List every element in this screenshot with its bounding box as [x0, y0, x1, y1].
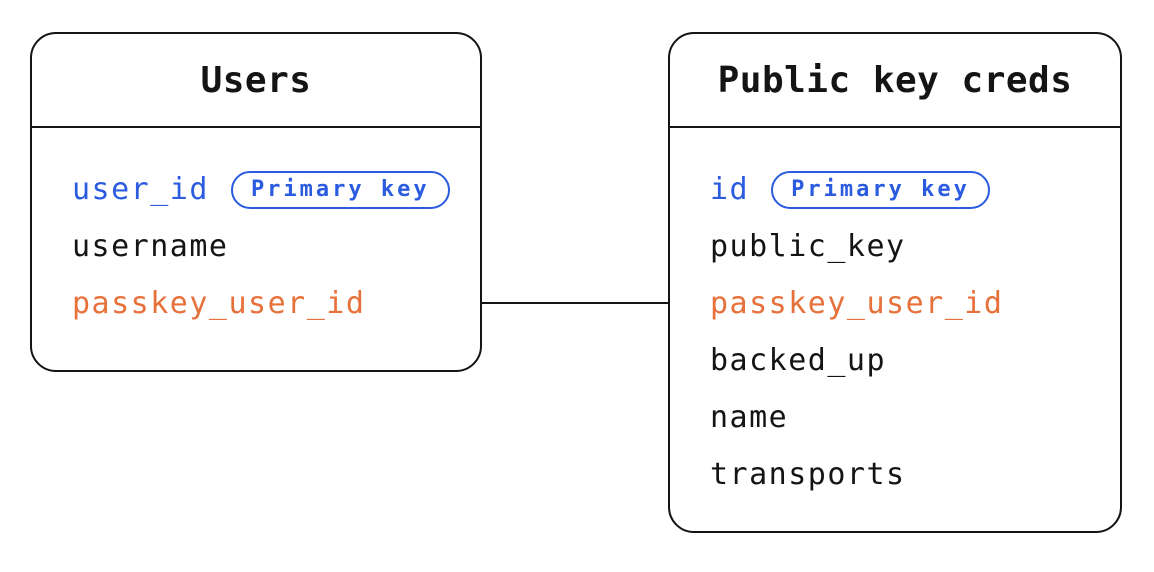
field-row: id Primary key — [710, 161, 1120, 218]
field-name-username: username — [72, 229, 229, 264]
field-row: passkey_user_id — [72, 275, 480, 332]
field-row: name — [710, 389, 1120, 446]
field-name-name: name — [710, 400, 789, 435]
primary-key-badge: Primary key — [230, 170, 450, 209]
field-name-id: id — [710, 172, 750, 207]
field-name-public_key: public_key — [710, 229, 906, 264]
field-row: user_id Primary key — [72, 161, 480, 218]
table-public-key-creds-title: Public key creds — [670, 34, 1120, 128]
field-name-user_id: user_id — [72, 172, 209, 207]
relationship-line — [482, 302, 668, 304]
field-row: backed_up — [710, 332, 1120, 389]
table-users-title: Users — [32, 34, 480, 128]
field-row: passkey_user_id — [710, 275, 1120, 332]
field-name-transports: transports — [710, 457, 906, 492]
field-row: transports — [710, 446, 1120, 503]
table-public-key-creds: Public key creds id Primary key public_key… — [668, 32, 1122, 533]
field-row: username — [72, 218, 480, 275]
field-name-passkey_user_id: passkey_user_id — [72, 286, 366, 321]
field-name-passkey_user_id: passkey_user_id — [710, 286, 1004, 321]
primary-key-badge: Primary key — [771, 170, 990, 209]
field-name-backed_up: backed_up — [710, 343, 887, 378]
field-row: public_key — [710, 218, 1120, 275]
